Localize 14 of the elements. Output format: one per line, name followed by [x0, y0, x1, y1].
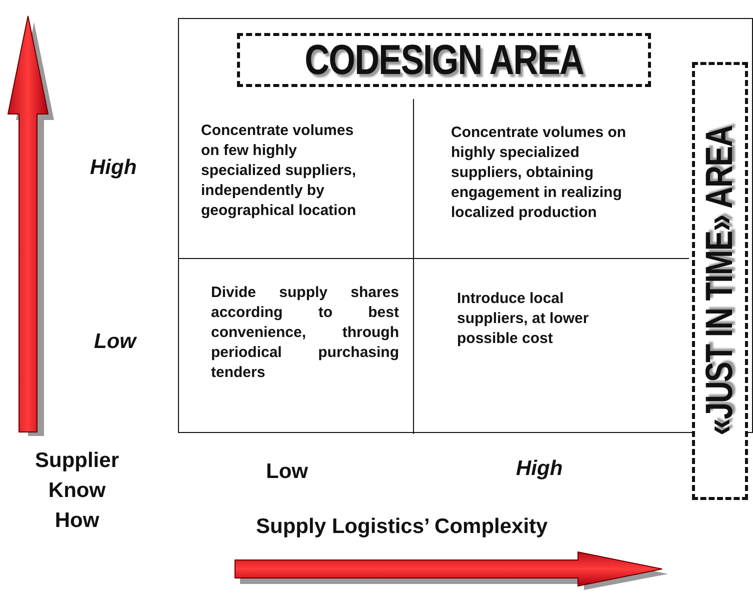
quadrant-text: Concentrate volumes on highly specialized suppliers, obtaining engagement in realizing localized production: [451, 123, 633, 223]
axis-level-label: Low: [94, 330, 136, 354]
axis-level-label: High: [516, 457, 563, 481]
area-box: [237, 33, 651, 87]
axis-title: Supplier Know How: [34, 448, 120, 534]
quadrant-text: Introduce local suppliers, at lower possible cost: [457, 289, 627, 349]
quadrant-text: Divide supply shares according to best convenience, through periodical purchasing tenders: [211, 283, 399, 383]
axis-title: Supply Logistics’ Complexity: [256, 515, 548, 539]
area-title: «JUST IN TIME» AREA: [698, 126, 742, 436]
area-box: [692, 62, 748, 500]
axis-level-label: Low: [266, 460, 308, 484]
area-title: CODESIGN AREA: [304, 36, 584, 84]
quadrant-text: Concentrate volumes on few highly specialized suppliers, independently by geographical location: [201, 121, 373, 221]
axis-level-label: High: [90, 156, 137, 180]
